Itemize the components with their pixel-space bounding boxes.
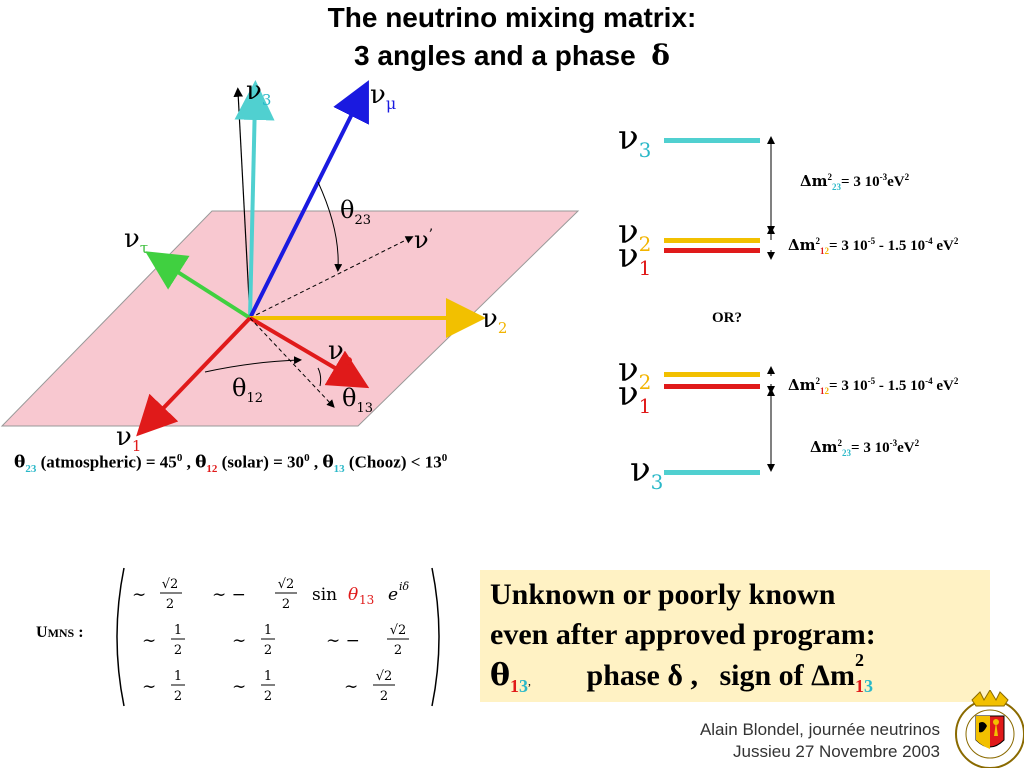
r2c2-den: 2 <box>264 643 272 658</box>
delta-m23-top: Δm223= 3 10-3eV2 <box>800 172 910 192</box>
label-theta12: θ12 <box>232 374 263 406</box>
label-nue: νe <box>328 336 353 370</box>
r3c2-approx: ∼ <box>232 677 246 697</box>
r2c1-den: 2 <box>174 643 182 658</box>
r2c2-num: 1 <box>264 623 272 638</box>
matrix-left-bracket <box>116 567 125 707</box>
r3c2-num: 1 <box>264 669 272 684</box>
level-label-nu2-bottom: ν2 <box>618 350 652 394</box>
r1c1-den: 2 <box>166 597 174 612</box>
or-label: OR? <box>712 310 742 326</box>
r3c1-den: 2 <box>174 689 182 704</box>
vector-nu3-prime <box>233 87 251 319</box>
r2c3-den: 2 <box>394 643 402 658</box>
footer-date-place: Jussieu 27 Novembre 2003 <box>733 742 940 761</box>
title-text: 3 angles and a phase <box>354 40 636 71</box>
delta-m12-bottom: Δm212= 3 10-5 - 1.5 10-4 eV2 <box>788 376 959 396</box>
arc-theta13 <box>317 367 322 387</box>
level-label-nu3-bottom: ν3 <box>630 450 664 494</box>
title-line-1: The neutrino mixing matrix: <box>327 2 697 33</box>
title-delta: δ <box>651 39 670 72</box>
r1c2-approx: ∼ − <box>212 585 246 605</box>
r1c3-theta: θ <box>348 585 358 605</box>
mixing-vector-diagram <box>0 80 580 437</box>
r3c3-approx: ∼ <box>344 677 358 697</box>
level-splitting-arrows <box>767 136 775 472</box>
label-theta13: θ13 <box>342 384 373 416</box>
level-line-nu3-top <box>664 138 760 143</box>
delta-m12-top: Δm212= 3 10-5 - 1.5 10-4 eV2 <box>788 236 959 256</box>
r1c2-den: 2 <box>282 597 290 612</box>
r3c3-num: √2 <box>376 669 393 684</box>
r1c2-num: √2 <box>278 577 295 592</box>
label-nu2: ν2 <box>482 304 508 338</box>
geneva-coat-of-arms-seal-icon <box>955 690 1024 768</box>
r2c3-num: √2 <box>390 623 407 638</box>
vector-nutau <box>145 251 252 320</box>
r2c1-num: 1 <box>174 623 182 638</box>
level-label-nu2-top: ν2 <box>618 212 652 256</box>
vector-nue <box>248 316 370 389</box>
r1c3-sin: sin <box>312 585 337 605</box>
matrix-label: UMNS : <box>36 624 84 641</box>
label-theta23: θ23 <box>340 196 371 228</box>
arc-theta12 <box>204 356 302 373</box>
unknowns-note-box: Unknown or poorly known even after appro… <box>480 570 990 702</box>
mixing-angles-values: θ23 (atmospheric) = 450 , θ12 (solar) = … <box>14 452 448 476</box>
level-line-nu1-top <box>664 248 760 253</box>
r1c3-sub: 13 <box>359 593 374 607</box>
r2c3-approx: ∼ − <box>326 631 360 651</box>
level-label-nu1-top: ν1 <box>618 236 652 280</box>
label-nu1: ν1 <box>116 422 142 456</box>
vector-nu1 <box>136 316 252 437</box>
arc-theta23 <box>317 181 343 272</box>
vector-nu3 <box>234 80 275 319</box>
vector-nue-projection <box>249 317 335 408</box>
r2c1-approx: ∼ <box>142 631 156 651</box>
vector-nuprime <box>249 236 414 319</box>
r3c2-den: 2 <box>264 689 272 704</box>
label-nuprime: ν’ <box>414 226 434 254</box>
title-line-2: 3 angles and a phase δ <box>0 40 1024 72</box>
level-line-nu1-bottom <box>664 384 760 389</box>
label-numu: νμ <box>370 80 397 114</box>
r1c3-exp: iδ <box>399 580 410 593</box>
mns-matrix: ∼ √2 2 ∼ − √2 2 sin θ 13 e iδ ∼ 1 2 ∼ 1 … <box>116 567 440 707</box>
note-line-1: Unknown or poorly known <box>490 578 836 611</box>
r3c3-den: 2 <box>380 689 388 704</box>
note-line-3: θ13, phase δ , sign of Δm132 <box>490 650 873 696</box>
note-line-2: even after approved program: <box>490 618 876 651</box>
r1c1-approx: ∼ <box>132 585 146 605</box>
level-label-nu1-bottom: ν1 <box>618 374 652 418</box>
matrix-right-bracket <box>431 567 440 707</box>
delta-m23-bottom: Δm223= 3 10-3eV2 <box>810 438 920 458</box>
label-nu3: ν3 <box>246 76 272 110</box>
r3c1-approx: ∼ <box>142 677 156 697</box>
footer-author: Alain Blondel, journée neutrinos <box>699 720 940 739</box>
label-nutau: ντ <box>124 224 149 258</box>
level-label-nu3-top: ν3 <box>618 118 652 162</box>
vector-numu <box>248 80 369 319</box>
r2c2-approx: ∼ <box>232 631 246 651</box>
r1c1-num: √2 <box>162 577 179 592</box>
r1c3-e: e <box>388 585 398 605</box>
level-line-nu2-bottom <box>664 372 760 377</box>
level-line-nu3-bottom <box>664 470 760 475</box>
r3c1-num: 1 <box>174 669 182 684</box>
level-line-nu2-top <box>664 238 760 243</box>
